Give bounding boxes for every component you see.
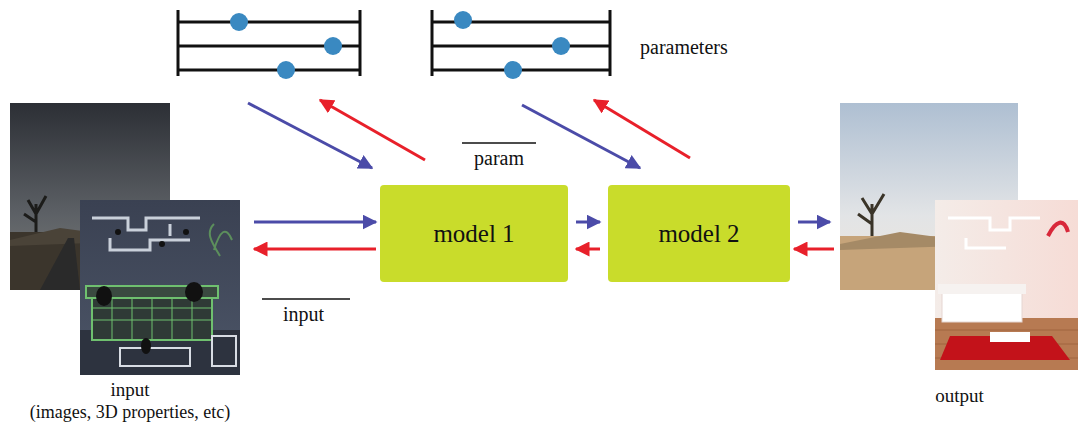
gradient-label: input: [283, 302, 324, 326]
overbar: [262, 298, 350, 300]
overbar: [462, 142, 536, 144]
model-box: model 2: [608, 185, 790, 282]
parameters-label: parameters: [640, 35, 728, 59]
group-subtitle: (images, 3D properties, etc): [10, 402, 250, 423]
gradient-label: param: [474, 146, 524, 170]
parameter-arrows: [248, 100, 690, 168]
output-render: [935, 200, 1078, 370]
flow-arrow: [254, 221, 376, 224]
box-label: model 1: [433, 219, 514, 249]
parameter-sliders: [178, 10, 360, 79]
flow-arrow: [254, 248, 376, 251]
input-group: input(images, 3D properties, etc): [10, 103, 250, 423]
group-title: output: [838, 385, 1081, 406]
output-group: output: [838, 103, 1081, 423]
parameter-sliders: [432, 10, 610, 79]
group-title: input: [10, 379, 250, 400]
model-box: model 1: [380, 185, 568, 282]
flow-arrow: [798, 221, 830, 224]
input-render: [80, 200, 240, 375]
flow-arrow: [794, 248, 834, 251]
box-label: model 2: [658, 219, 739, 249]
flow-arrow: [576, 221, 600, 224]
flow-arrow: [576, 248, 600, 251]
